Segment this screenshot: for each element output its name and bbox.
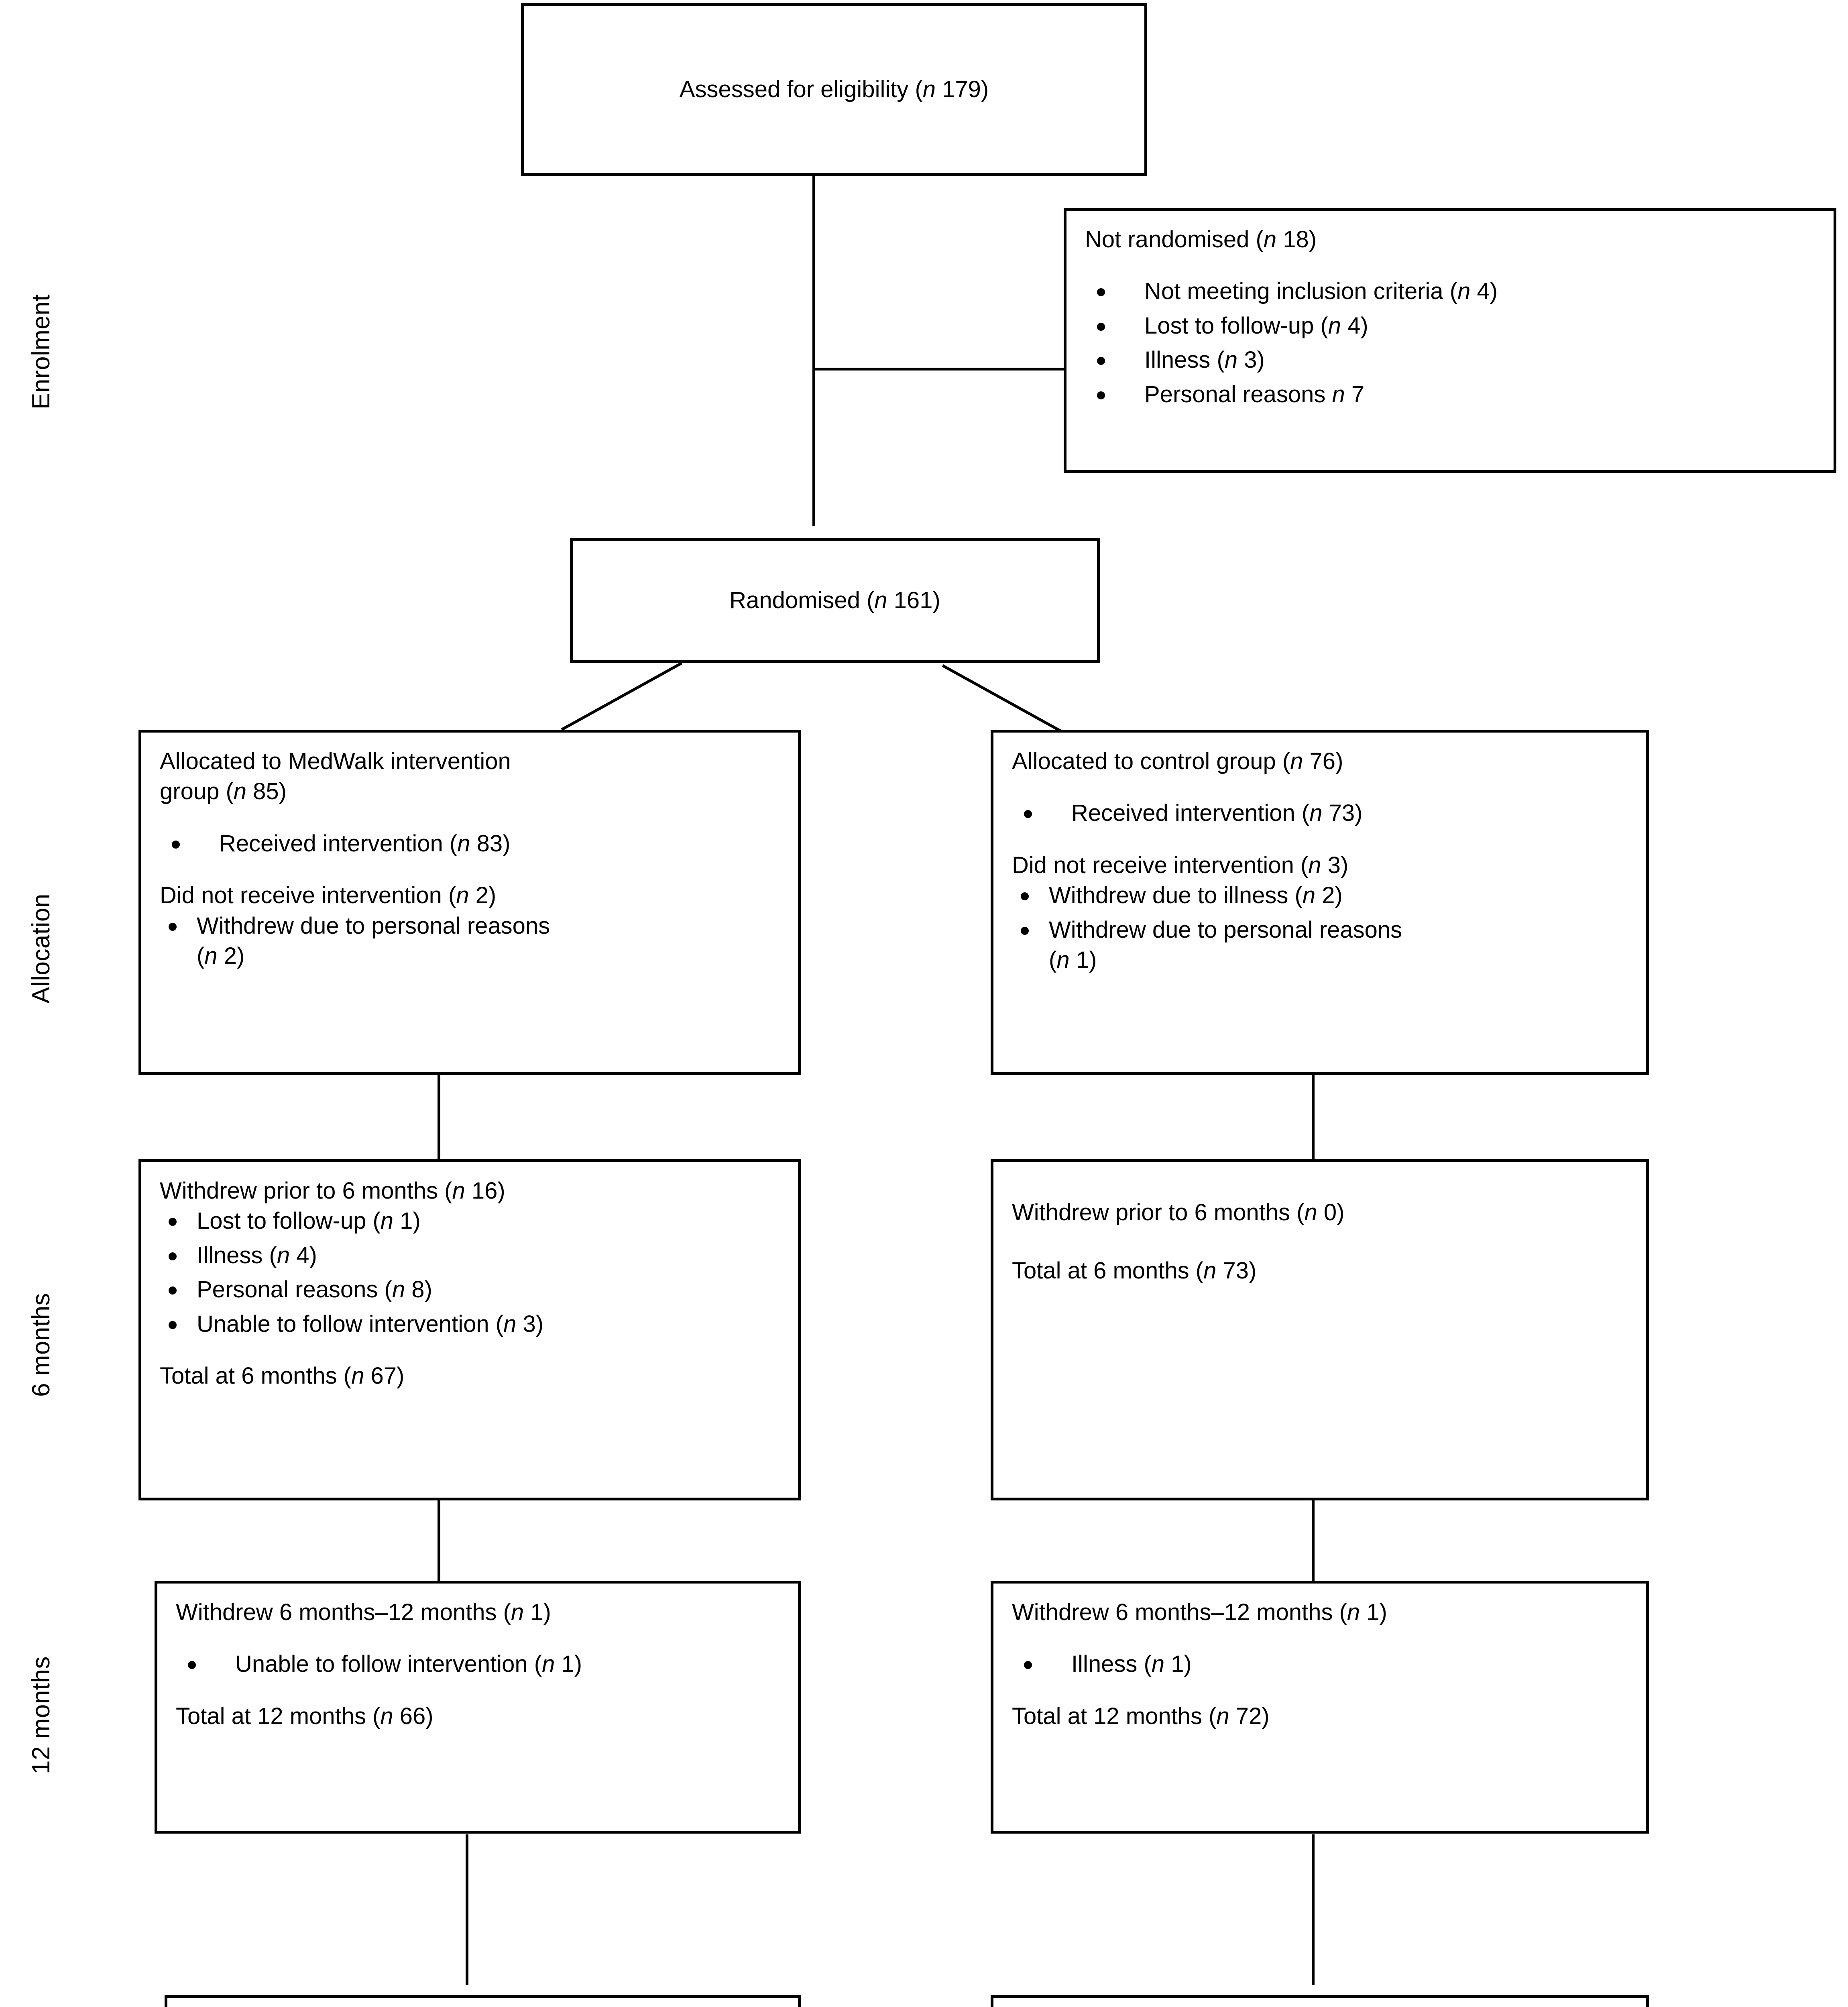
alloc-control-not-received-heading: Did not receive intervention (n 3) — [1012, 852, 1349, 878]
stage-label-12-months: 12 months — [27, 1656, 55, 1774]
list-item: Illness (n 4) — [160, 1240, 782, 1270]
not-randomised-list: Not meeting inclusion criteria (n 4) Los… — [1085, 276, 1817, 409]
twelve-control-list: Illness (n 1) — [1012, 1649, 1630, 1679]
twelve-intervention-total: Total at 12 months (n 66) — [176, 1703, 434, 1729]
list-item: Withdrew due to personal reasons (n 1) — [1012, 915, 1630, 975]
connector-right-12mo-to-analysis — [1312, 1834, 1315, 1985]
box-12-months-intervention: Withdrew 6 months–12 months (n 1) Unable… — [155, 1581, 801, 1834]
list-item: Unable to follow intervention (n 1) — [176, 1649, 782, 1679]
six-control-total: Total at 6 months (n 73) — [1012, 1258, 1257, 1284]
connector-to-not-randomised — [812, 368, 1065, 370]
list-item: Withdrew due to illness (n 2) — [1012, 880, 1630, 910]
box-6-months-intervention: Withdrew prior to 6 months (n 16) Lost t… — [138, 1159, 801, 1500]
alloc-intervention-heading: Allocated to MedWalk intervention group … — [160, 748, 511, 805]
connector-randomised-to-control — [942, 664, 1064, 733]
six-intervention-total: Total at 6 months (n 67) — [160, 1362, 405, 1389]
box-not-randomised: Not randomised (n 18) Not meeting inclus… — [1064, 208, 1836, 473]
box-12-months-control: Withdrew 6 months–12 months (n 1) Illnes… — [991, 1581, 1649, 1834]
stage-label-enrolment: Enrolment — [27, 294, 55, 409]
alloc-intervention-received-list: Received intervention (n 83) — [160, 828, 782, 859]
list-item: Personal reasons (n 8) — [160, 1274, 782, 1305]
six-intervention-heading: Withdrew prior to 6 months (n 16) — [160, 1178, 505, 1204]
six-control-heading: Withdrew prior to 6 months (n 0) — [1012, 1199, 1345, 1225]
list-item: Personal reasons n 7 — [1085, 379, 1817, 409]
stage-label-6-months: 6 months — [27, 1293, 55, 1397]
six-intervention-list: Lost to follow-up (n 1) Illness (n 4) Pe… — [160, 1206, 782, 1339]
connector-assessed-down — [812, 173, 815, 526]
twelve-control-heading: Withdrew 6 months–12 months (n 1) — [1012, 1599, 1387, 1625]
twelve-intervention-list: Unable to follow intervention (n 1) — [176, 1649, 782, 1679]
box-analysis-control: Excluded from analysis (n 0) Completed 1… — [991, 1995, 1649, 2007]
connector-right-6mo-to-12mo — [1312, 1500, 1315, 1581]
twelve-intervention-heading: Withdrew 6 months–12 months (n 1) — [176, 1599, 551, 1625]
assessed-text: Assessed for eligibility (n 179) — [679, 76, 989, 103]
alloc-control-received-list: Received intervention (n 73) — [1012, 798, 1630, 828]
list-item: Withdrew due to personal reasons (n 2) — [160, 911, 782, 971]
connector-right-alloc-to-6mo — [1312, 1075, 1315, 1162]
box-allocated-intervention: Allocated to MedWalk intervention group … — [138, 730, 801, 1075]
connector-left-alloc-to-6mo — [438, 1075, 440, 1162]
list-item: Illness (n 1) — [1012, 1649, 1630, 1679]
box-analysis-intervention: Excluded from analysis(n 0) Completed 12… — [165, 1995, 801, 2007]
box-6-months-control: Withdrew prior to 6 months (n 0) Total a… — [991, 1159, 1649, 1500]
alloc-control-heading: Allocated to control group (n 76) — [1012, 748, 1343, 774]
list-item: Lost to follow-up (n 4) — [1085, 311, 1817, 341]
connector-left-12mo-to-analysis — [466, 1834, 468, 1985]
box-allocated-control: Allocated to control group (n 76) Receiv… — [991, 730, 1649, 1075]
connector-randomised-to-intervention — [561, 662, 682, 731]
randomised-text: Randomised (n 161) — [729, 587, 940, 614]
list-item: Received intervention (n 73) — [1012, 798, 1630, 828]
list-item: Lost to follow-up (n 1) — [160, 1206, 782, 1236]
alloc-control-not-received-list: Withdrew due to illness (n 2) Withdrew d… — [1012, 880, 1630, 975]
alloc-intervention-not-received-heading: Did not receive intervention (n 2) — [160, 882, 497, 909]
list-item: Not meeting inclusion criteria (n 4) — [1085, 276, 1817, 306]
list-item: Received intervention (n 83) — [160, 828, 782, 859]
box-randomised: Randomised (n 161) — [570, 538, 1100, 663]
connector-left-6mo-to-12mo — [438, 1500, 440, 1581]
list-item: Unable to follow intervention (n 3) — [160, 1309, 782, 1339]
twelve-control-total: Total at 12 months (n 72) — [1012, 1703, 1270, 1729]
list-item: Illness (n 3) — [1085, 345, 1817, 375]
stage-label-allocation: Allocation — [27, 894, 55, 1004]
not-randomised-heading: Not randomised (n 18) — [1085, 226, 1317, 252]
alloc-intervention-not-received-list: Withdrew due to personal reasons (n 2) — [160, 911, 782, 971]
box-assessed-for-eligibility: Assessed for eligibility (n 179) — [521, 3, 1147, 176]
